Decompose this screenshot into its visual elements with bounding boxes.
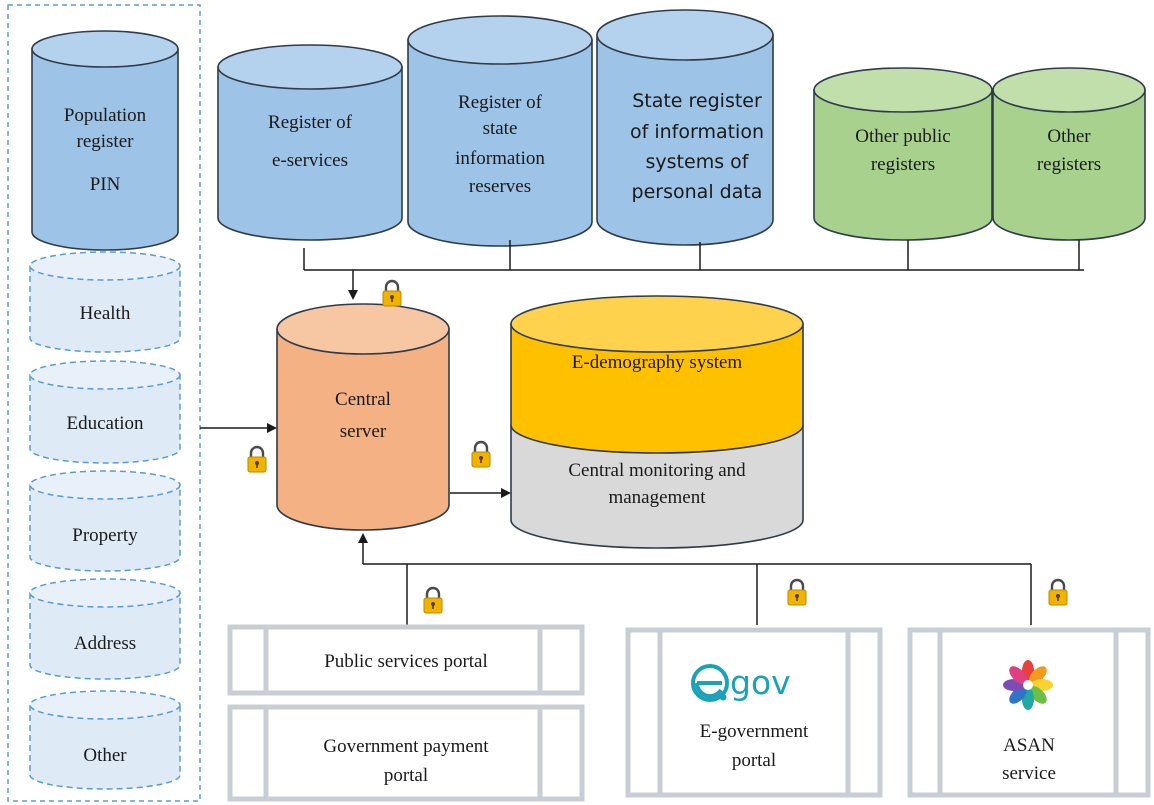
asan-label-2: service bbox=[1002, 763, 1056, 784]
government-payment-portal-box: Government payment portal bbox=[227, 704, 585, 802]
monitoring-label-2: management bbox=[608, 487, 706, 508]
state-register-label-1: State register bbox=[632, 90, 762, 112]
other-public-registers-cylinder: Other public registers bbox=[813, 67, 993, 241]
other-cylinder: Other bbox=[29, 690, 181, 790]
register-e-services-label-2: e-services bbox=[272, 150, 348, 171]
state-register-label-2: of information bbox=[630, 121, 764, 143]
state-register-label-3: systems of bbox=[646, 151, 750, 173]
other-public-registers-label-2: registers bbox=[871, 154, 935, 175]
population-register-pin-label: PIN bbox=[90, 174, 121, 195]
central-server-cylinder: Central server bbox=[276, 303, 450, 531]
top-registers-connector bbox=[303, 240, 1084, 300]
lock-icon bbox=[422, 586, 444, 615]
public-services-portal-label: Public services portal bbox=[324, 651, 488, 672]
other-registers-cylinder: Other registers bbox=[992, 67, 1146, 241]
gov-payment-portal-label-1: Government payment bbox=[323, 736, 489, 757]
other-public-registers-label-1: Other public bbox=[855, 126, 951, 147]
address-label: Address bbox=[74, 633, 136, 654]
portals-connector bbox=[358, 533, 1032, 625]
left-panel-frame bbox=[7, 4, 201, 802]
lock-icon bbox=[381, 279, 403, 308]
register-state-reserves-label-4: reserves bbox=[469, 176, 531, 197]
monitoring-label-1: Central monitoring and bbox=[568, 460, 746, 481]
gov-payment-portal-label-2: portal bbox=[384, 765, 428, 786]
lock-icon bbox=[1047, 578, 1069, 607]
register-state-reserves-label-3: information bbox=[455, 148, 545, 169]
address-cylinder: Address bbox=[29, 578, 181, 680]
health-cylinder: Health bbox=[29, 251, 181, 353]
egov-portal-label-2: portal bbox=[732, 750, 776, 771]
register-state-info-reserves-cylinder: Register of state information reserves bbox=[407, 15, 593, 247]
population-register-label-2: register bbox=[77, 131, 135, 152]
public-services-portal-box: Public services portal bbox=[227, 624, 585, 696]
egov-logo-text: gov bbox=[730, 663, 791, 702]
asan-flower-icon bbox=[1003, 660, 1053, 710]
other-registers-label-1: Other bbox=[1047, 126, 1091, 147]
register-e-services-cylinder: Register of e-services bbox=[217, 44, 403, 241]
other-label: Other bbox=[83, 745, 127, 766]
lock-icon bbox=[786, 578, 808, 607]
asan-label-1: ASAN bbox=[1003, 735, 1055, 756]
register-e-services-label-1: Register of bbox=[268, 112, 353, 133]
edemography-system-cylinder: E-demography system Central monitoring a… bbox=[510, 295, 804, 549]
other-registers-label-2: registers bbox=[1037, 154, 1101, 175]
edemography-label: E-demography system bbox=[572, 352, 743, 373]
education-label: Education bbox=[66, 413, 144, 434]
state-register-label-4: personal data bbox=[632, 181, 763, 203]
lock-icon bbox=[246, 445, 268, 474]
lock-icon bbox=[470, 440, 492, 469]
register-state-reserves-label-1: Register of bbox=[458, 92, 543, 113]
property-label: Property bbox=[72, 525, 138, 546]
central-server-label-1: Central bbox=[335, 389, 391, 410]
egovernment-portal-box: gov E-government portal bbox=[625, 627, 883, 798]
property-cylinder: Property bbox=[29, 470, 181, 572]
state-register-personal-data-cylinder: State register of information systems of… bbox=[596, 9, 774, 246]
egov-logo-icon: gov bbox=[691, 663, 791, 702]
health-label: Health bbox=[80, 303, 131, 324]
central-server-label-2: server bbox=[340, 421, 387, 442]
education-cylinder: Education bbox=[29, 360, 181, 464]
population-register-label-1: Population bbox=[64, 105, 147, 126]
population-register-cylinder: Population register PIN bbox=[31, 30, 179, 251]
egov-portal-label-1: E-government bbox=[700, 721, 809, 742]
register-state-reserves-label-2: state bbox=[483, 118, 518, 139]
asan-service-box: ASAN service bbox=[907, 627, 1151, 798]
